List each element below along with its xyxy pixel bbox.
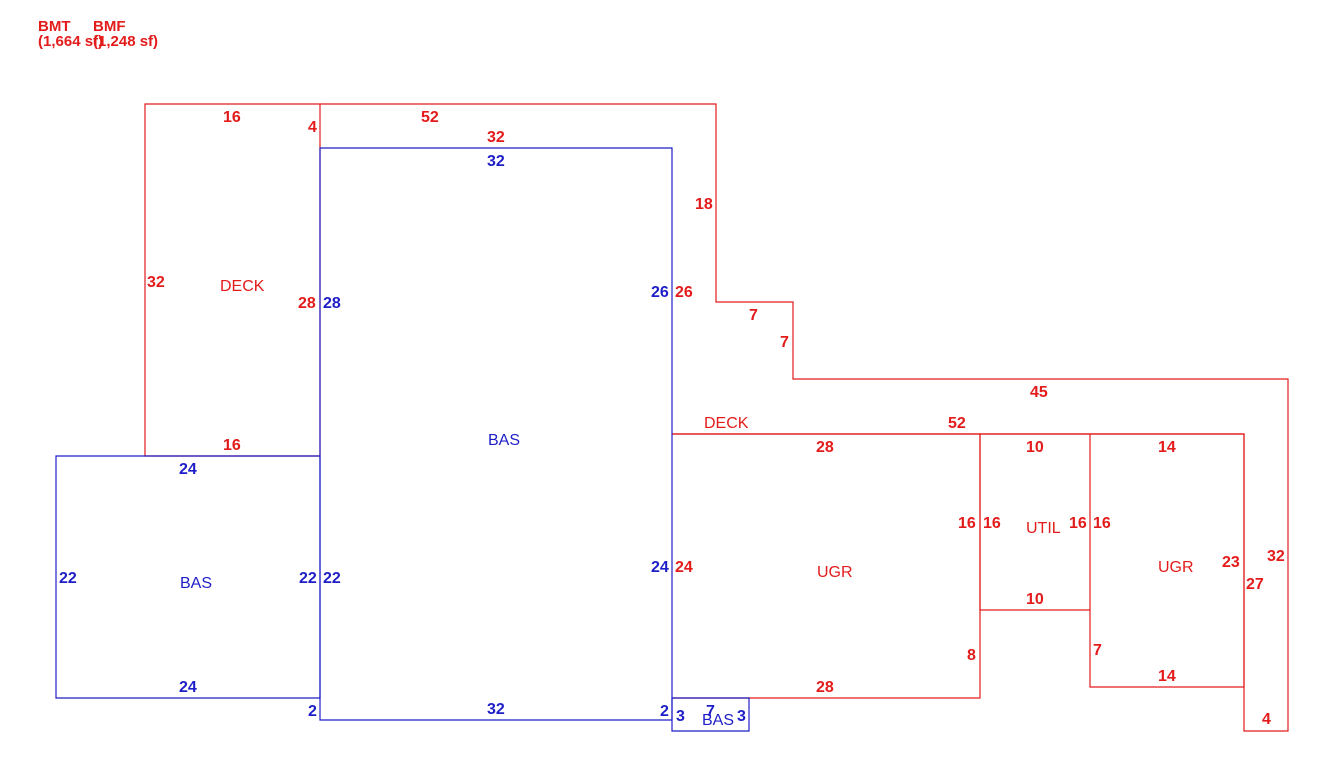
dimension-label: 23 bbox=[1222, 554, 1240, 571]
dimension-label: 7 bbox=[1093, 642, 1102, 659]
dimension-label: 7 bbox=[780, 334, 789, 351]
dimension-label: 32 bbox=[487, 701, 505, 718]
deck-lower-outline bbox=[320, 103, 1289, 732]
dimension-label: 22 bbox=[299, 570, 317, 587]
dimension-label: 24 bbox=[651, 559, 669, 576]
dimension-label: 32 bbox=[1267, 548, 1285, 565]
dimension-label: 16 bbox=[1093, 515, 1111, 532]
dimension-label: 22 bbox=[323, 570, 341, 587]
dimension-label: 14 bbox=[1158, 439, 1176, 456]
dimension-label: 28 bbox=[816, 679, 834, 696]
dimension-label: 16 bbox=[983, 515, 1001, 532]
dimension-label: 22 bbox=[59, 570, 77, 587]
dimension-label: 8 bbox=[967, 647, 976, 664]
dimension-label: 10 bbox=[1026, 439, 1044, 456]
dimension-label: 10 bbox=[1026, 591, 1044, 608]
dimension-label: 52 bbox=[421, 109, 439, 126]
area-label-util: UTIL bbox=[1026, 520, 1061, 537]
dimension-label: 16 bbox=[958, 515, 976, 532]
dimension-label: 2 bbox=[308, 703, 317, 720]
area-label-bas-left: BAS bbox=[180, 575, 212, 592]
dimension-label: 24 bbox=[675, 559, 693, 576]
dimension-label: 26 bbox=[651, 284, 669, 301]
dimension-label: 16 bbox=[1069, 515, 1087, 532]
dimension-label: 14 bbox=[1158, 668, 1176, 685]
dimension-label: 24 bbox=[179, 679, 197, 696]
area-label-ugr-right: UGR bbox=[1158, 559, 1194, 576]
ugr-right-outline bbox=[1089, 433, 1245, 688]
dimension-label: 32 bbox=[487, 153, 505, 170]
area-label-bas-small: BAS bbox=[702, 712, 734, 729]
bas-left-outline bbox=[55, 455, 321, 699]
dimension-label: 45 bbox=[1030, 384, 1048, 401]
bas-small-outline bbox=[671, 697, 750, 732]
dimension-label: 16 bbox=[223, 437, 241, 454]
legend-bmf-area: (1,248 sf) bbox=[93, 33, 158, 50]
dimension-label: 7 bbox=[706, 703, 715, 720]
legend-bmt-area: (1,664 sf) bbox=[38, 33, 103, 50]
dimension-label: 16 bbox=[223, 109, 241, 126]
area-label-ugr-middle: UGR bbox=[817, 564, 853, 581]
dimension-label: 26 bbox=[675, 284, 693, 301]
dimension-label: 3 bbox=[737, 708, 746, 725]
dimension-label: 7 bbox=[749, 307, 758, 324]
dimension-label: 4 bbox=[1262, 711, 1271, 728]
dimension-label: 52 bbox=[948, 415, 966, 432]
area-label-deck-lower: DECK bbox=[704, 415, 749, 432]
dimension-label: 32 bbox=[147, 274, 165, 291]
area-label-deck-upper: DECK bbox=[220, 278, 265, 295]
dimension-label: 2 bbox=[660, 703, 669, 720]
dimension-label: 24 bbox=[179, 461, 197, 478]
dimension-label: 27 bbox=[1246, 576, 1264, 593]
dimension-label: 28 bbox=[816, 439, 834, 456]
dimension-label: 28 bbox=[298, 295, 316, 312]
dimension-label: 28 bbox=[323, 295, 341, 312]
dimension-label: 4 bbox=[308, 119, 317, 136]
dimension-label: 3 bbox=[676, 708, 685, 725]
area-label-bas-main: BAS bbox=[488, 432, 520, 449]
legend-bmf-label: BMF bbox=[93, 18, 126, 35]
dimension-label: 18 bbox=[695, 196, 713, 213]
legend-bmt-label: BMT bbox=[38, 18, 71, 35]
dimension-label: 32 bbox=[487, 129, 505, 146]
